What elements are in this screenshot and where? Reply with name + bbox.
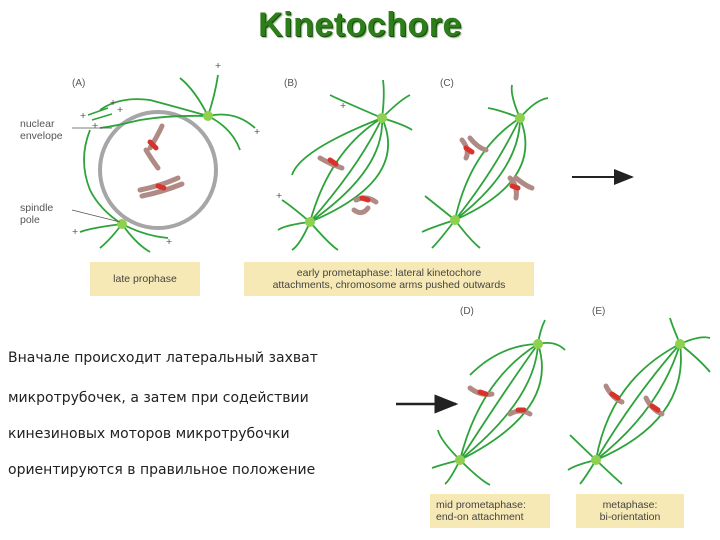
spindle-pole [533, 339, 543, 349]
spindle-pole [117, 219, 127, 229]
panel-a-drawing [71, 74, 256, 253]
caption-metaphase: metaphase: bi-orientation [576, 494, 684, 528]
caption-late-prophase: late prophase [90, 262, 200, 296]
caption-line: end-on attachment [436, 511, 524, 523]
panel-e-drawing [567, 317, 711, 485]
spindle-pole-label: spindle pole [20, 202, 53, 226]
plus-end-label: + [276, 190, 283, 202]
panel-label-a: (A) [72, 78, 86, 89]
caption-mid-prometaphase: mid prometaphase: end-on attachment [430, 494, 550, 528]
spindle-pole [450, 215, 460, 225]
caption-early-prometaphase: early prometaphase: lateral kinetochore … [244, 262, 534, 296]
plus-end-label: + [110, 97, 117, 109]
panel-d-drawing [431, 319, 566, 486]
caption-line: attachments, chromosome arms pushed outw… [272, 279, 506, 291]
plus-end-label: + [117, 104, 124, 116]
panel-label-b: (B) [284, 78, 298, 89]
label-line: spindle [20, 202, 54, 214]
plus-end-label: + [166, 236, 173, 248]
description-line: ориентируются в правильное положение [8, 462, 316, 478]
nuclear-envelope-label: nuclear envelope [20, 118, 63, 142]
spindle-pole [305, 217, 315, 227]
plus-end-label: + [92, 120, 99, 132]
spindle-pole [675, 339, 685, 349]
plus-end-label: + [80, 110, 87, 122]
plus-end-label: + [72, 226, 79, 238]
description-line: микротрубочек, а затем при содействии [8, 390, 309, 406]
label-pointer [71, 209, 121, 223]
spindle-pole [455, 455, 465, 465]
spindle-pole [515, 113, 525, 123]
caption-line: metaphase: [602, 499, 658, 511]
panel-label-e: (E) [592, 306, 606, 317]
spindle-pole [377, 113, 387, 123]
spindle-pole [591, 455, 601, 465]
caption-line: mid prometaphase: [436, 499, 526, 511]
page-title: Kinetochore [258, 6, 462, 44]
label-line: nuclear [20, 118, 55, 130]
caption-line: bi-orientation [599, 511, 661, 523]
plus-end-label: + [215, 60, 222, 72]
spindle-pole [203, 111, 213, 121]
panel-c-drawing [421, 84, 549, 249]
label-line: envelope [20, 130, 63, 142]
plus-end-label: + [254, 126, 261, 138]
panel-label-d: (D) [460, 306, 474, 317]
description-line: Вначале происходит латеральный захват [8, 350, 318, 366]
panel-label-c: (C) [440, 78, 454, 89]
nuclear-envelope [98, 110, 218, 230]
caption-line: early prometaphase: lateral kinetochore [296, 267, 482, 279]
description-line: кинезиновых моторов микротрубочки [8, 426, 290, 442]
label-line: pole [20, 214, 40, 226]
plus-end-label: + [340, 100, 347, 112]
